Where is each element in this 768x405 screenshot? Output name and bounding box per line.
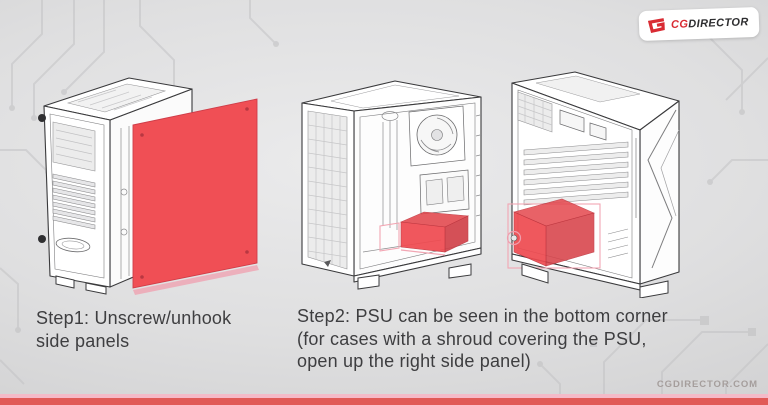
logo-wordmark: CGDIRECTOR bbox=[671, 16, 749, 31]
footer-red-bar bbox=[0, 397, 768, 405]
psu-highlight bbox=[506, 198, 601, 269]
side-panel-highlight bbox=[132, 98, 259, 295]
step2-caption: Step2: PSU can be seen in the bottom cor… bbox=[297, 305, 668, 373]
logo-director-text: DIRECTOR bbox=[688, 16, 750, 31]
cgdirector-logo: CGDIRECTOR bbox=[638, 6, 760, 42]
thumbscrew-knobs bbox=[38, 114, 46, 243]
footer-pink-stripe bbox=[0, 393, 768, 398]
step1-caption: Step1: Unscrew/unhook side panels bbox=[36, 307, 231, 352]
case3-right-side-open-psu-illustration bbox=[506, 71, 680, 298]
website-watermark: CGDIRECTOR.COM bbox=[656, 379, 758, 390]
step2-line2: (for cases with a shroud covering the PS… bbox=[297, 328, 647, 349]
step1-line2: side panels bbox=[36, 330, 130, 351]
case-fan bbox=[416, 114, 458, 156]
step1-line1: Step1: Unscrew/unhook bbox=[36, 308, 232, 328]
logo-cg-text: CG bbox=[671, 18, 689, 31]
cgdirector-g-icon bbox=[648, 18, 666, 34]
case2-open-side-psu-illustration bbox=[301, 80, 482, 290]
step2-line3: open up the right side panel) bbox=[297, 351, 531, 371]
psu-highlight bbox=[379, 211, 470, 256]
step2-line1: Step2: PSU can be seen in the bottom cor… bbox=[297, 306, 668, 326]
case1-side-panel-removed-illustration bbox=[38, 77, 259, 295]
